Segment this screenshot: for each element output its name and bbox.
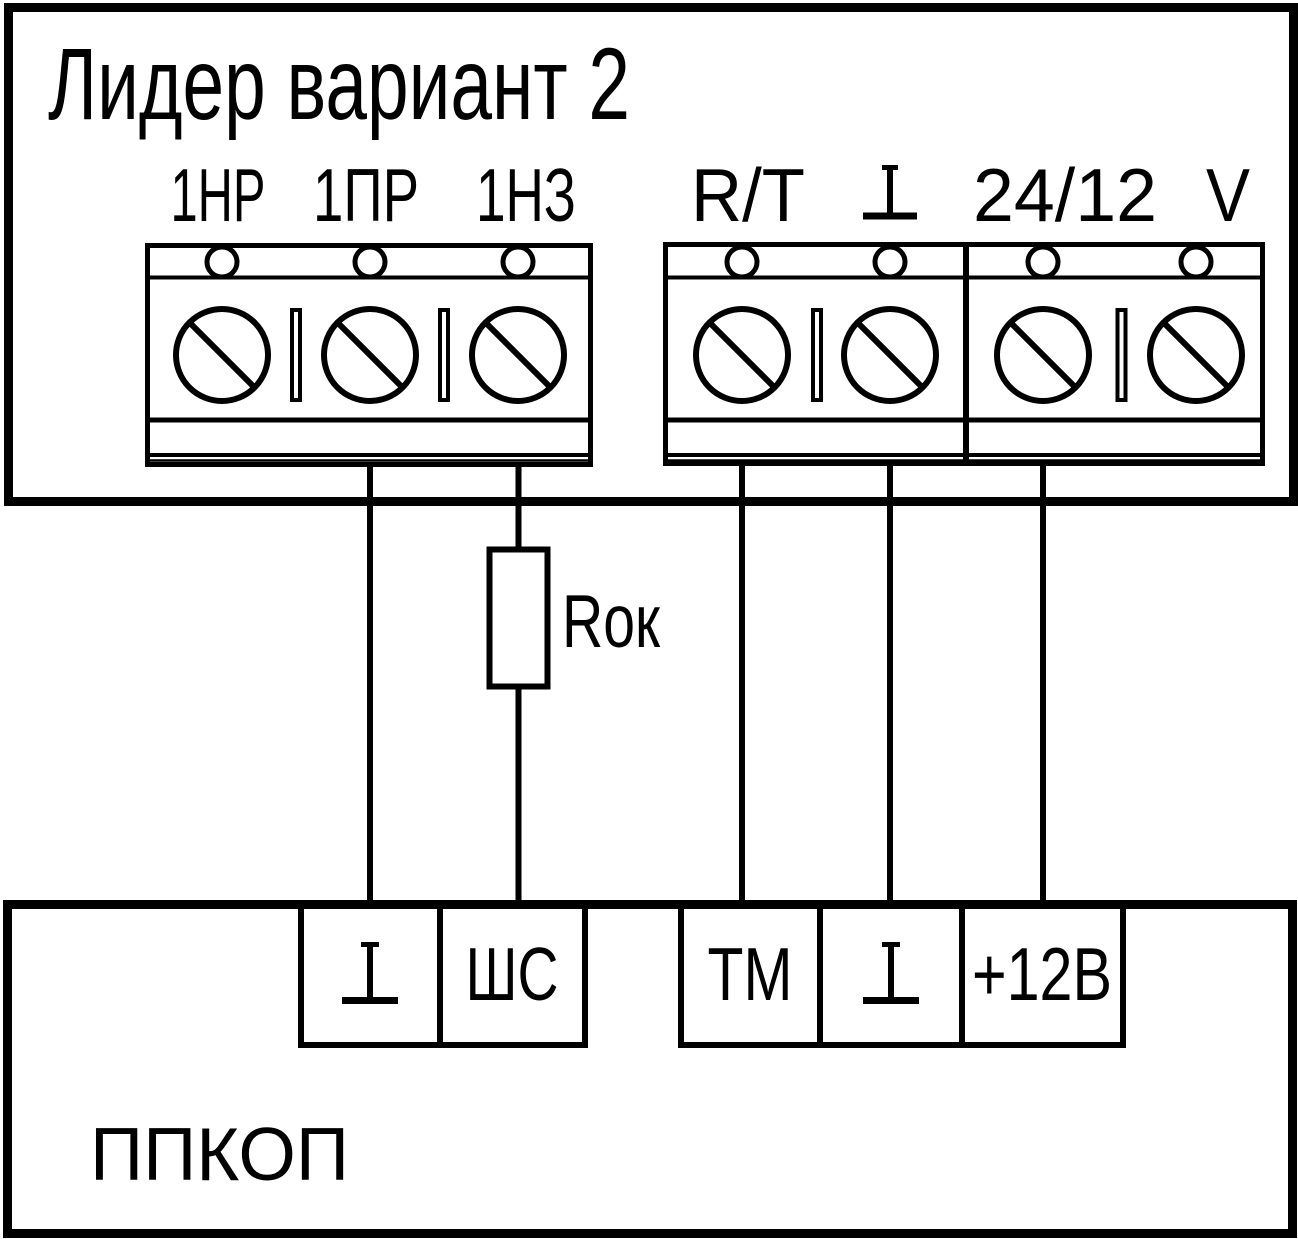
ground-icon bbox=[342, 942, 398, 1004]
io-terminal-blocks bbox=[663, 242, 1265, 466]
screw bbox=[469, 306, 567, 404]
wire-hole bbox=[1025, 244, 1061, 280]
terminal-label-v: V bbox=[1206, 153, 1250, 237]
divider bbox=[438, 308, 450, 402]
panel-title: ППКОП bbox=[90, 1112, 349, 1196]
screw bbox=[321, 306, 419, 404]
screw bbox=[994, 306, 1092, 404]
wire-hole bbox=[724, 244, 760, 280]
divider bbox=[1115, 308, 1128, 402]
terminal-label-1pr: 1ПР bbox=[313, 153, 419, 237]
ground-icon bbox=[863, 165, 917, 220]
wire-hole bbox=[872, 244, 908, 280]
terminal-label-1nr: 1НР bbox=[171, 153, 266, 237]
terminal-label-2412: 24/12 bbox=[973, 153, 1157, 237]
screw bbox=[841, 306, 939, 404]
terminal-label-rt: R/T bbox=[691, 153, 805, 237]
cell-shs bbox=[437, 903, 588, 1048]
panel-terminal-cells bbox=[298, 903, 1126, 1048]
panel-terminal-shs: ШС bbox=[466, 932, 559, 1016]
panel-terminal-12v: +12В bbox=[972, 932, 1112, 1016]
resistor-symbol bbox=[486, 546, 551, 690]
ground-icon bbox=[863, 942, 919, 1004]
cell-tm bbox=[678, 903, 823, 1048]
wires bbox=[367, 461, 1046, 906]
relay-terminal-block bbox=[145, 243, 593, 467]
screw bbox=[1147, 306, 1245, 404]
screw bbox=[173, 306, 271, 404]
terminal-label-1nz: 1НЗ bbox=[476, 153, 576, 237]
divider bbox=[290, 308, 302, 402]
screw bbox=[693, 306, 791, 404]
resistor-label: Rок bbox=[562, 579, 661, 663]
device-title: Лидер вариант 2 bbox=[48, 27, 630, 141]
panel-terminal-tm: ТМ bbox=[708, 932, 793, 1016]
wire-hole bbox=[352, 244, 388, 280]
panel-box-outline bbox=[3, 900, 1297, 1238]
wire-hole bbox=[500, 244, 536, 280]
cell-12v bbox=[959, 903, 1126, 1048]
divider bbox=[811, 308, 823, 402]
wire-hole bbox=[1178, 244, 1214, 280]
wire-hole bbox=[204, 244, 240, 280]
device-box-outline bbox=[4, 3, 1298, 506]
